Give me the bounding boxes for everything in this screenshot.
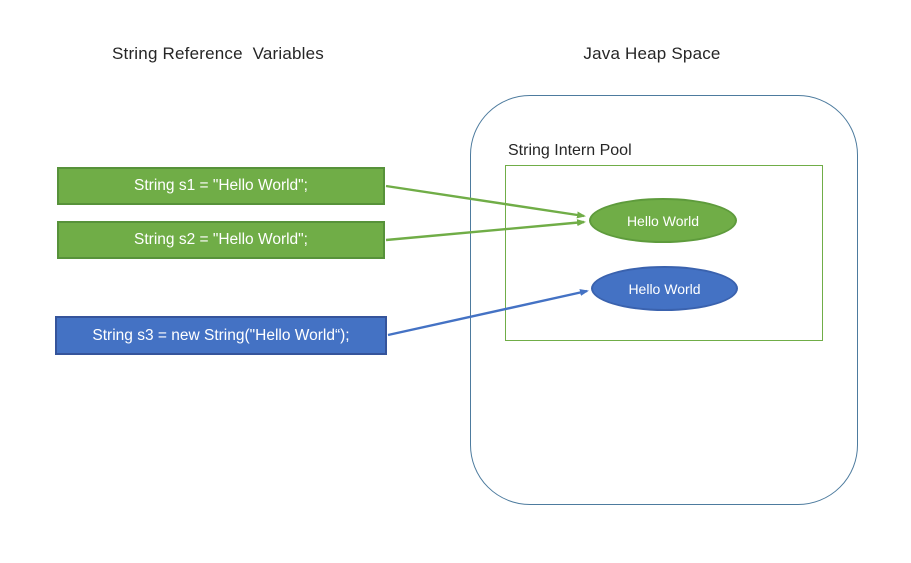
reference-box-s2-label: String s2 = "Hello World"; bbox=[134, 231, 308, 248]
reference-box-s3-label: String s3 = new String("Hello World“); bbox=[92, 326, 350, 344]
new-string-object-label: Hello World bbox=[628, 280, 701, 297]
right-column-title: Java Heap Space bbox=[583, 44, 721, 63]
left-column-title: String Reference Variables bbox=[111, 44, 325, 63]
reference-box-s2: String s2 = "Hello World"; bbox=[57, 221, 385, 259]
string-intern-pool-label: String Intern Pool bbox=[508, 142, 632, 159]
string-intern-pool-box bbox=[505, 165, 823, 341]
interned-string-label: Hello World bbox=[626, 212, 700, 229]
reference-box-s1: String s1 = "Hello World"; bbox=[57, 167, 385, 205]
reference-box-s1-label: String s1 = "Hello World"; bbox=[134, 177, 308, 194]
reference-box-s3: String s3 = new String("Hello World“); bbox=[55, 316, 387, 355]
interned-string-ellipse: Hello World bbox=[589, 198, 737, 243]
new-string-object-ellipse: Hello World bbox=[591, 266, 738, 311]
